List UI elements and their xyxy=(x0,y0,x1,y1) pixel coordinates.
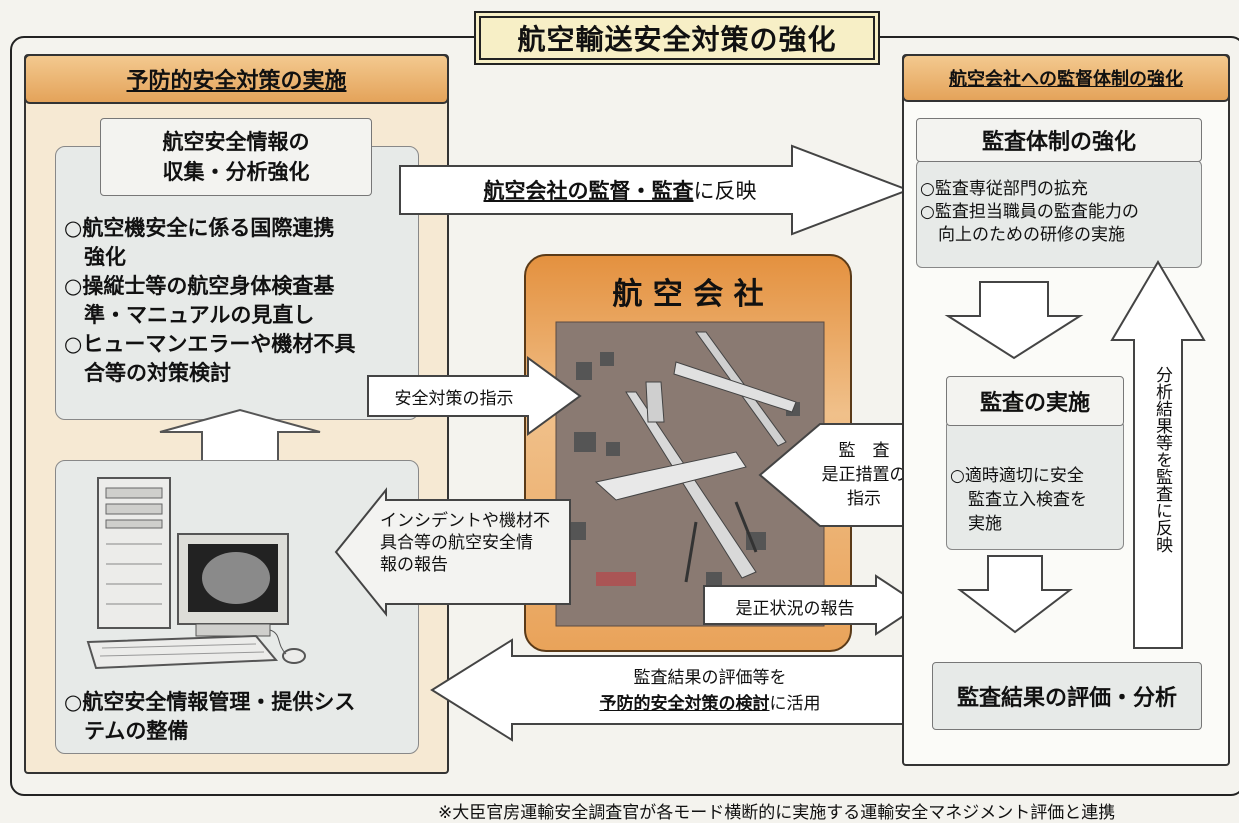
footnote: ※大臣官房運輸安全調査官が各モード横断的に実施する運輸安全マネジメント評価と連携 xyxy=(438,803,1116,823)
bullet-line: ○操縦士等の航空身体検査基 xyxy=(64,274,335,298)
audit-exec-panel xyxy=(946,420,1124,550)
bullet-line: ○航空機安全に係る国際連携 xyxy=(64,216,335,240)
arrow-evaluation-feedback-label: 監査結果の評価等を 予防的安全対策の検討に活用 xyxy=(599,668,821,714)
arrow-incident-report-label: インシデントや機材不 具合等の航空安全情 報の報告 xyxy=(380,511,550,575)
feedback-up-arrow xyxy=(1110,260,1206,649)
arrow-evaluation-feedback xyxy=(430,638,919,742)
page-title: 航空輸送安全対策の強化 xyxy=(474,11,880,65)
down-arrow-icon xyxy=(957,555,1073,634)
left-header: 予防的安全対策の実施 xyxy=(24,54,449,104)
bullet-line: ○ヒューマンエラーや機材不具 xyxy=(64,332,356,356)
arrow-to-audit xyxy=(399,144,911,236)
info-collection-bullets: ○航空機安全に係る国際連携 強化 ○操縦士等の航空身体検査基 準・マニュアルの見… xyxy=(64,214,414,388)
arrow-correction-report xyxy=(703,574,922,636)
computer-icon xyxy=(86,477,306,670)
feedback-vertical-label: 分析結果等を監査に反映 xyxy=(1152,366,1172,553)
arrow-correction-report-label: 是正状況の報告 xyxy=(735,598,855,619)
system-text: ○航空安全情報管理・提供シス テムの整備 xyxy=(64,690,356,743)
bullet-line: 合等の対策検討 xyxy=(84,361,231,385)
up-arrow-icon xyxy=(159,408,321,463)
right-header: 航空会社への監督体制の強化 xyxy=(902,54,1230,102)
evaluation-box: 監査結果の評価・分析 xyxy=(932,662,1202,730)
audit-strength-title: 監査体制の強化 xyxy=(916,118,1202,162)
arrow-safety-instruction-label: 安全対策の指示 xyxy=(394,388,514,409)
audit-exec-title: 監査の実施 xyxy=(946,376,1124,426)
arrow-safety-instruction xyxy=(367,356,582,436)
bullet-line: 準・マニュアルの見直し xyxy=(84,303,315,327)
info-collection-title: 航空安全情報の 収集・分析強化 xyxy=(100,118,372,196)
arrow-audit-correction-label: 監 査 是正措置の 指示 xyxy=(821,441,907,509)
bullet-line: 強化 xyxy=(84,245,126,269)
arrow-incident-report xyxy=(334,487,571,617)
arrow-to-audit-label: 航空会社の監督・監査に反映 xyxy=(483,179,757,203)
airline-title: 航 空 会 社 xyxy=(612,277,764,312)
audit-strength-items: ○監査専従部門の拡充 ○監査担当職員の監査能力の 向上のための研修の実施 xyxy=(920,179,1139,245)
down-arrow-icon xyxy=(944,281,1084,360)
audit-exec-text: ○適時適切に安全 監査立入検査を 実施 xyxy=(950,466,1087,534)
